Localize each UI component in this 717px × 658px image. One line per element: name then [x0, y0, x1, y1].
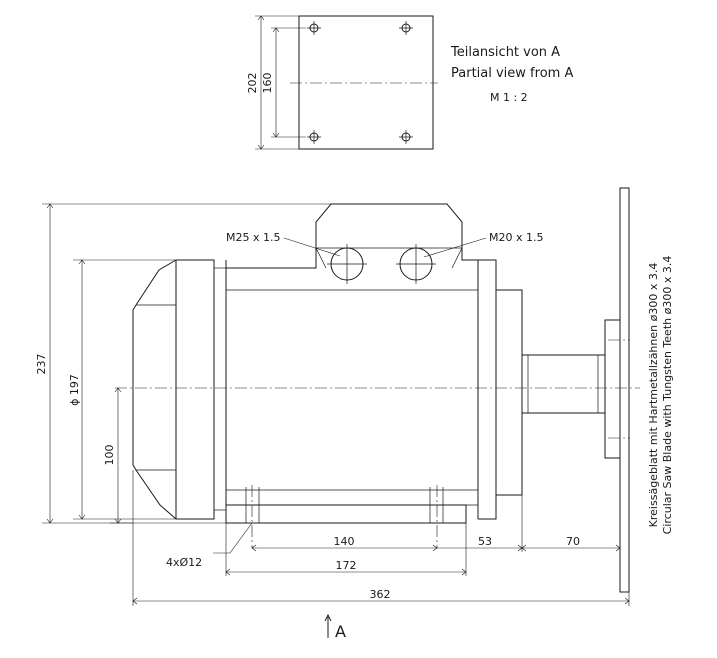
- dim-362-label: 362: [370, 588, 391, 601]
- blade-hub: [604, 319, 621, 459]
- dim-197-label: ϕ 197: [68, 374, 81, 406]
- partial-view-holes: [307, 21, 413, 144]
- dim-160-lines: [271, 27, 306, 138]
- end-shield: [176, 259, 215, 520]
- partial-view-title-en: Partial view from A: [451, 66, 573, 81]
- dim-202-label: 202: [246, 73, 259, 94]
- dim-100-lines: [110, 387, 133, 524]
- callout-holes: 4xØ12: [166, 556, 202, 569]
- blade-label-en: Circular Saw Blade with Tungsten Teeth ø…: [661, 256, 674, 535]
- dim-140-label: 140: [334, 535, 355, 548]
- fan-cover: [132, 259, 177, 520]
- view-arrow: [324, 613, 332, 638]
- partial-view-title-de: Teilansicht von A: [450, 45, 560, 60]
- dimensions: 237 ϕ 197 100 140 172 53 70 362: [35, 203, 630, 606]
- dim-160-label: 160: [261, 73, 274, 94]
- saw-blade: [619, 187, 630, 593]
- view-marker-a: A: [324, 613, 346, 641]
- leader-m20: [423, 237, 487, 258]
- cable-entries: [327, 244, 436, 284]
- blade-label-de: Kreissägeblatt mit Hartmetallzähnen ø300…: [647, 263, 660, 528]
- motor-side-view: [115, 187, 640, 593]
- dim-172-lines: [225, 523, 467, 576]
- partial-view: 202 160 Teilansicht von A Partial view f…: [246, 15, 573, 150]
- dim-53-label: 53: [478, 535, 492, 548]
- callout-m20: M20 x 1.5: [489, 231, 543, 244]
- dim-197-lines: [73, 259, 176, 520]
- dim-53-lines: [437, 413, 523, 552]
- blade-label: Kreissägeblatt mit Hartmetallzähnen ø300…: [647, 256, 674, 535]
- dim-172-label: 172: [336, 559, 357, 572]
- drive-end-flange: [477, 259, 497, 520]
- dim-237-label: 237: [35, 354, 48, 375]
- dim-237-lines: [42, 203, 331, 524]
- leader-m25: [283, 237, 341, 257]
- dim-70-label: 70: [566, 535, 580, 548]
- leader-holes: [213, 522, 253, 554]
- shaft: [522, 354, 606, 414]
- dim-202-lines: [255, 15, 299, 150]
- dim-362-lines: [132, 470, 630, 606]
- motor-body: [225, 203, 478, 519]
- view-marker-label: A: [335, 622, 346, 641]
- callout-m25: M25 x 1.5: [226, 231, 280, 244]
- partial-view-plate: [298, 15, 434, 150]
- flange-spigot: [496, 289, 523, 496]
- partial-view-scale: M 1 : 2: [490, 91, 528, 104]
- dim-100-label: 100: [103, 445, 116, 466]
- dim-70-lines: [521, 544, 621, 552]
- callouts: M25 x 1.5 M20 x 1.5 4xØ12: [166, 231, 543, 569]
